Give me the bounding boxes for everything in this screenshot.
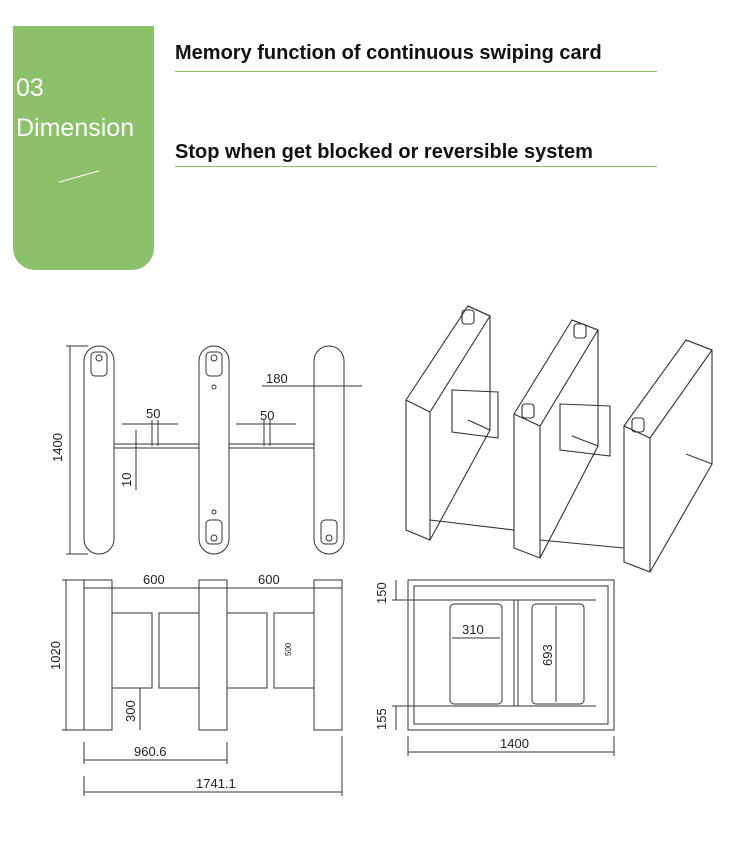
side-view-drawing — [392, 579, 615, 756]
section-title: Dimension — [16, 114, 135, 142]
dim-front-lane-right: 600 — [258, 572, 280, 587]
dim-front-flap-height: 500 — [284, 642, 293, 656]
dim-front-inner-width: 960.6 — [134, 744, 167, 759]
feature-memory-function: Memory function of continuous swiping ca… — [175, 42, 602, 64]
feature-underline — [175, 71, 657, 72]
isometric-view-drawing — [405, 305, 713, 573]
dim-front-bottom: 300 — [123, 700, 138, 722]
dim-top-thickness: 10 — [119, 473, 134, 487]
dim-top-height: 1400 — [50, 433, 65, 462]
dim-top-gap-left: 50 — [146, 406, 160, 421]
dim-side-length: 1400 — [500, 736, 529, 751]
dim-top-spacing: 180 — [266, 371, 288, 386]
feature-stop-blocked: Stop when get blocked or reversible syst… — [175, 141, 593, 163]
dim-side-panel-width: 310 — [462, 622, 484, 637]
dim-side-top: 150 — [374, 582, 389, 604]
dim-front-height: 1020 — [48, 641, 63, 670]
front-view-drawing — [62, 579, 343, 796]
section-card — [13, 26, 154, 270]
dim-side-bottom: 155 — [374, 708, 389, 730]
dim-front-lane-left: 600 — [143, 572, 165, 587]
dim-side-panel-height: 693 — [540, 644, 555, 666]
dim-front-overall-width: 1741.1 — [196, 776, 236, 791]
top-view-drawing — [66, 345, 362, 555]
feature-underline — [175, 166, 657, 167]
section-number: 03 — [16, 74, 44, 102]
dim-top-gap-right: 50 — [260, 408, 274, 423]
